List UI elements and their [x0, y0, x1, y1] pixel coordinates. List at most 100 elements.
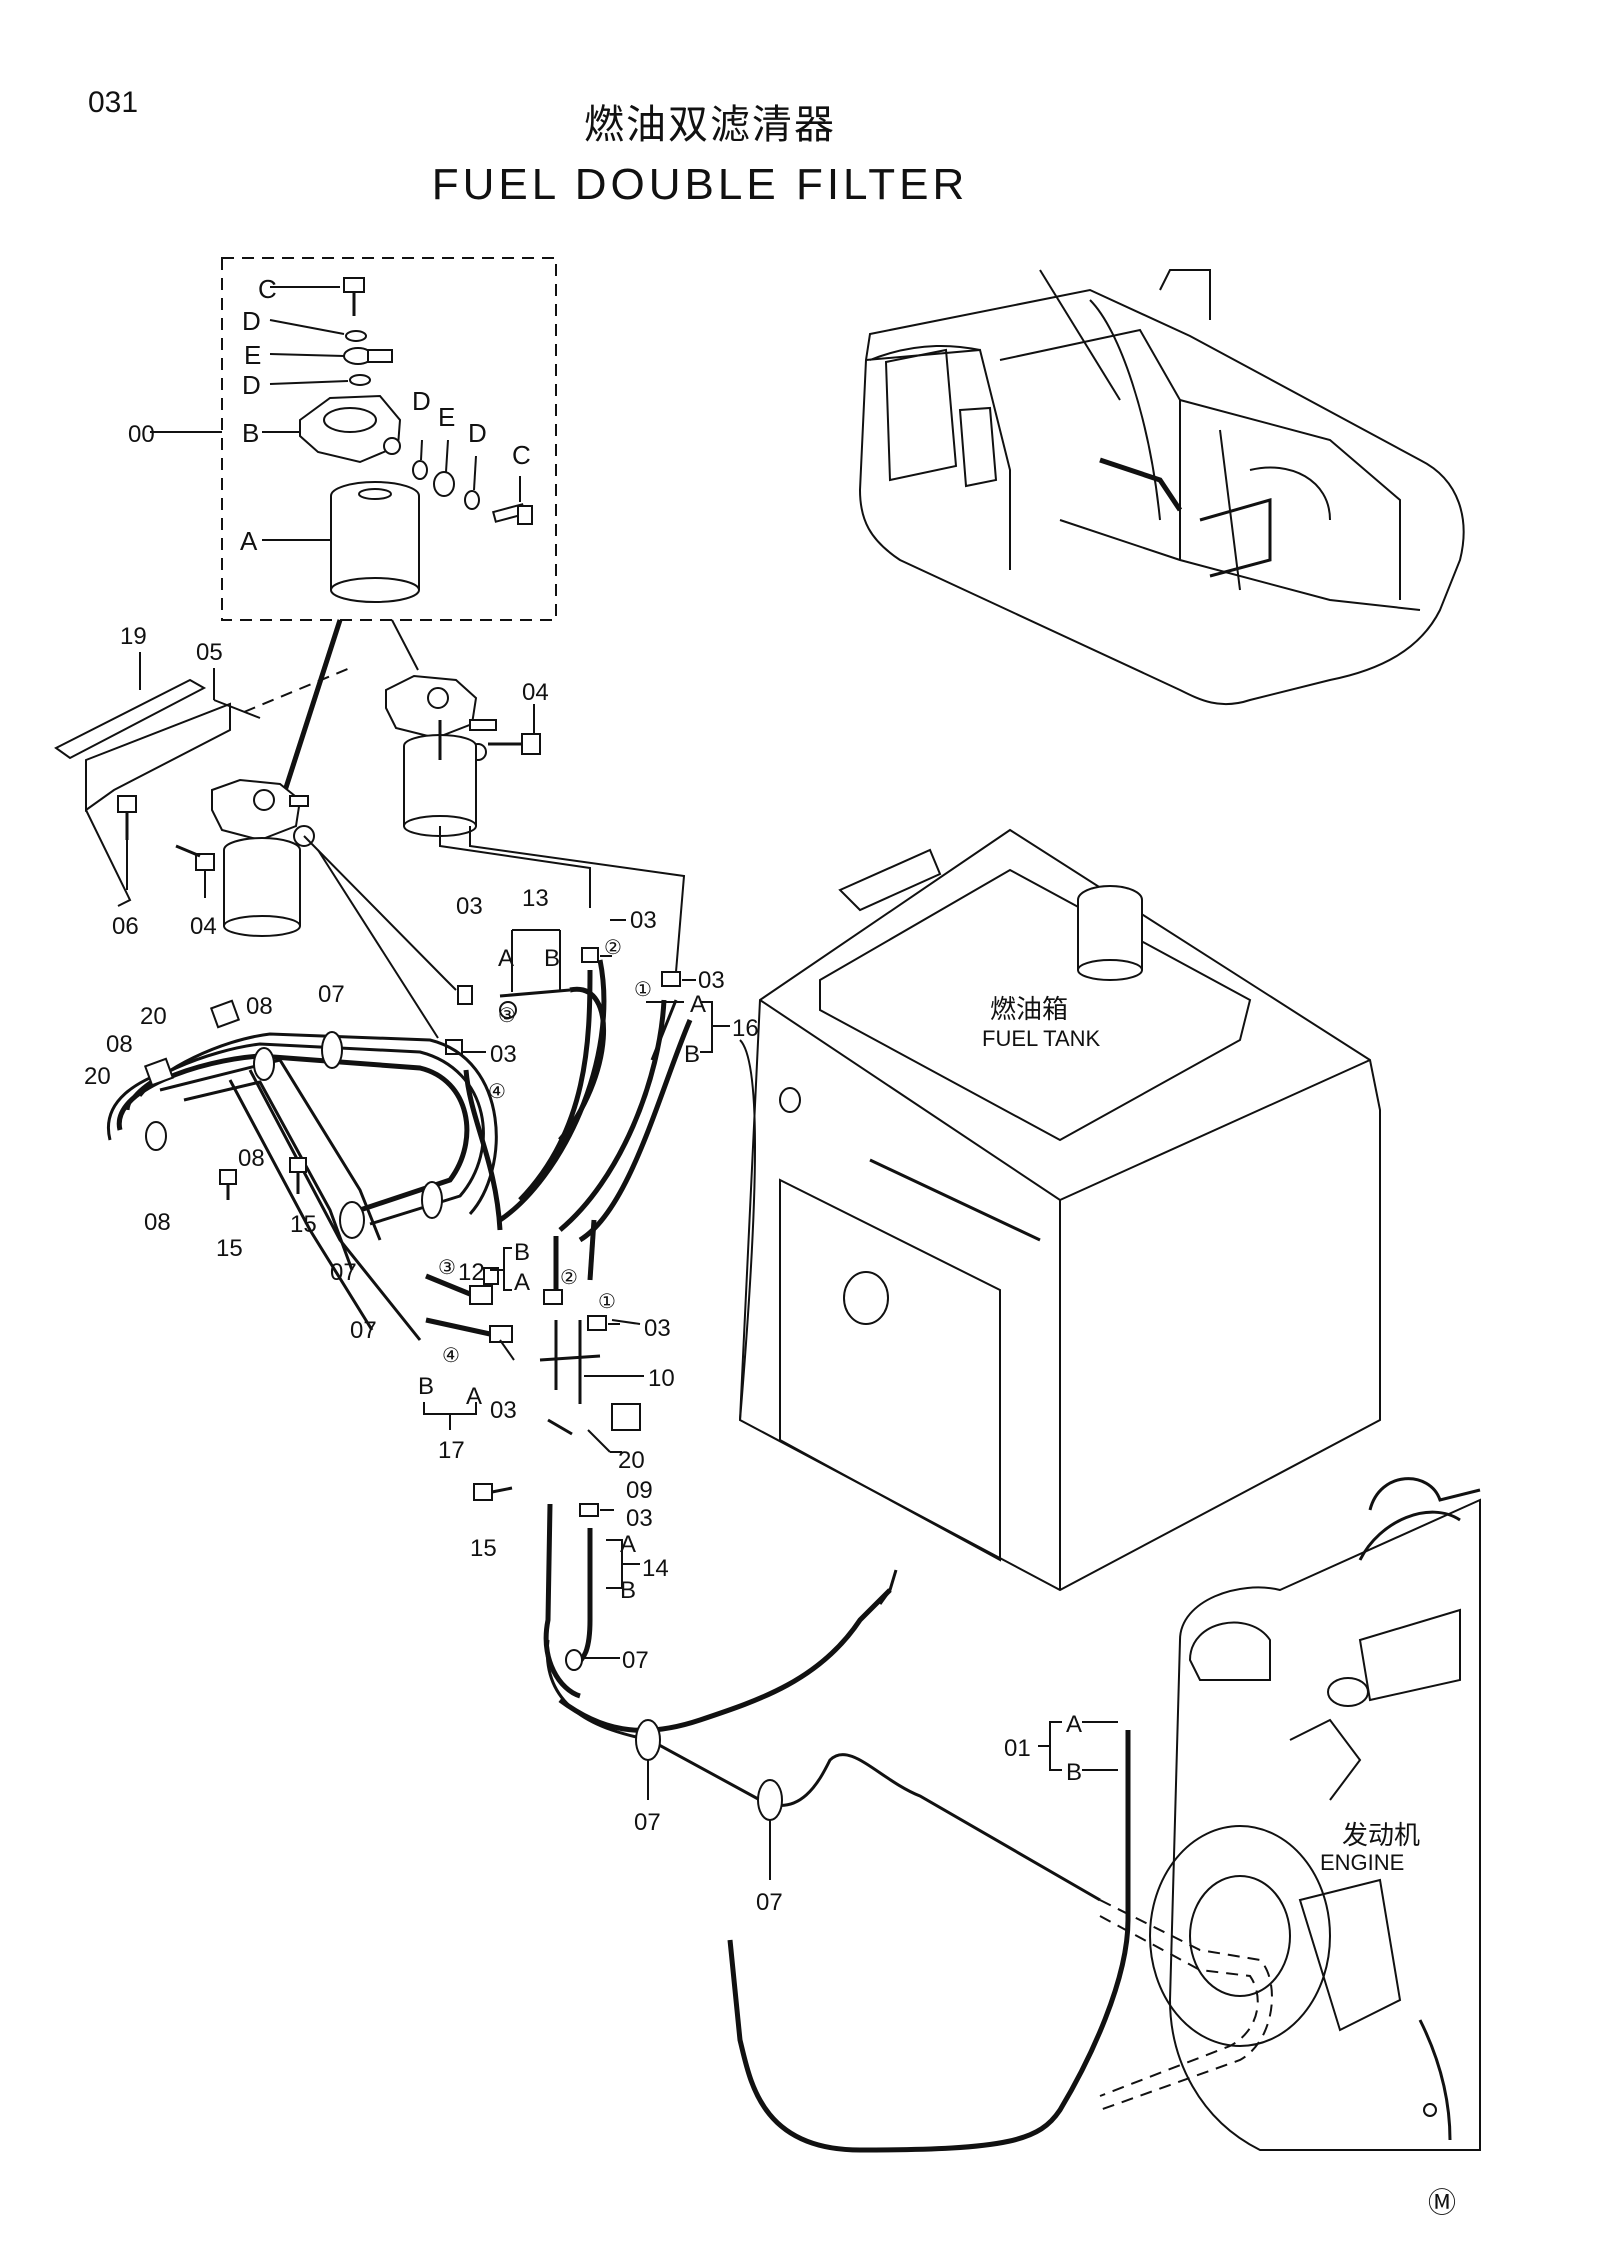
kit-label-c2: C: [512, 440, 531, 470]
label-20a: 20: [140, 1003, 167, 1030]
filter-right-mounted: [385, 674, 497, 837]
bolt-04-top: [488, 704, 541, 755]
label-03b: 03: [630, 907, 657, 934]
bracket-05: [85, 702, 231, 812]
label-12b: B: [514, 1239, 530, 1266]
kit-number-00: 00: [128, 421, 155, 448]
label-16b: B: [684, 1041, 700, 1068]
label-13a: A: [498, 945, 514, 972]
label-08d: 08: [144, 1209, 171, 1236]
footer-mark: Ⓜ: [1428, 2187, 1456, 2218]
label-10: 10: [648, 1365, 675, 1392]
label-16a: A: [690, 991, 706, 1018]
label-14b: B: [620, 1577, 636, 1604]
marker-1-mid: ①: [598, 1291, 616, 1313]
engine-illustration: [1099, 1477, 1481, 2151]
kit-label-e2: E: [438, 402, 455, 432]
bracket-assembly: [54, 652, 351, 907]
label-07d: 07: [622, 1647, 649, 1674]
part-labels: 19 05 04 06 04 03 13 A B 03 03 A B 16 20…: [84, 623, 1082, 1916]
marker-4-top: ④: [488, 1081, 506, 1103]
kit-label-e1: E: [244, 340, 261, 370]
route-line-03b: [439, 826, 591, 908]
kit-label-d1: D: [242, 306, 261, 336]
leader-lines: [423, 919, 1118, 1880]
excavator-illustration: [858, 269, 1465, 706]
hose-14: [543, 1418, 611, 1699]
fuel-tank-illustration: [738, 828, 1381, 1592]
title-english: FUEL DOUBLE FILTER: [431, 160, 969, 209]
engine-label-en: ENGINE: [1320, 1850, 1404, 1875]
label-20c: 20: [618, 1447, 645, 1474]
engine-return-hose: [727, 1730, 1131, 2153]
kit-dashed-box: [221, 257, 557, 621]
kit-label-c1: C: [258, 274, 277, 304]
fitting-03-group: [445, 947, 696, 1517]
label-13: 13: [522, 885, 549, 912]
label-17a: A: [466, 1383, 482, 1410]
route-line-03c: [469, 826, 686, 973]
title-chinese: 燃油双滤清器: [584, 102, 836, 148]
bracket-plate-19: [54, 678, 207, 760]
label-08a: 08: [246, 993, 273, 1020]
hose-13-b-run: [518, 969, 593, 1202]
hose-16-b: [578, 1019, 693, 1243]
label-14a: A: [620, 1531, 636, 1558]
engine-label-cn: 发动机: [1342, 1820, 1420, 1850]
washer-d-1: [269, 319, 367, 342]
label-17b: B: [418, 1373, 434, 1400]
label-15a: 15: [216, 1235, 243, 1262]
label-03g: 03: [626, 1505, 653, 1532]
banjo-e-1: [269, 347, 393, 365]
label-04-top: 04: [522, 679, 549, 706]
filter-kit-group: C D E D B A D E D C 00: [128, 257, 557, 621]
marker-4-mid: ④: [442, 1345, 460, 1367]
label-01a: A: [1066, 1711, 1082, 1738]
bolt-04-bottom: [175, 844, 215, 898]
right-fittings: [412, 439, 533, 525]
label-07f: 07: [756, 1889, 783, 1916]
kit-label-b: B: [242, 418, 259, 448]
label-03c: 03: [698, 967, 725, 994]
route-line-03a: [303, 835, 457, 991]
label-17: 17: [438, 1437, 465, 1464]
marker-2-mid: ②: [560, 1267, 578, 1289]
label-15c: 15: [470, 1535, 497, 1562]
label-01b: B: [1066, 1759, 1082, 1786]
label-08c: 08: [238, 1145, 265, 1172]
kit-pointer-right: [391, 619, 419, 671]
label-12a: A: [514, 1269, 530, 1296]
clips-07-bundle: [145, 1031, 443, 1239]
label-07b: 07: [330, 1259, 357, 1286]
hose-run-2: [498, 959, 607, 1223]
bolts-15: [219, 1157, 513, 1501]
label-07a: 07: [318, 981, 345, 1008]
label-15b: 15: [290, 1211, 317, 1238]
fuel-lines-to-engine: [545, 1569, 1131, 2153]
route-line-03d: [317, 849, 439, 1039]
marker-3-mid: ③: [438, 1257, 456, 1279]
label-20b: 20: [84, 1063, 111, 1090]
kit-label-d4: D: [468, 418, 487, 448]
bolt-c-top: [270, 277, 365, 316]
label-19: 19: [120, 623, 147, 650]
label-08b: 08: [106, 1031, 133, 1058]
filter-head-b: [262, 394, 402, 464]
page-number: 031: [88, 86, 139, 119]
label-16: 16: [732, 1015, 759, 1042]
hose-16-a: [558, 999, 667, 1232]
label-09: 09: [626, 1477, 653, 1504]
label-14: 14: [642, 1555, 669, 1582]
fuel-tank-label-cn: 燃油箱: [990, 994, 1068, 1024]
pipe-bundle: [106, 1032, 498, 1341]
label-07e: 07: [634, 1809, 661, 1836]
label-13b: B: [544, 945, 560, 972]
marker-2-top: ②: [604, 937, 622, 959]
circled-markers: ① ② ③ ④ ① ② ③ ④: [438, 937, 652, 1367]
filter-cartridge-a: [262, 481, 420, 603]
label-04-bottom: 04: [190, 913, 217, 940]
label-12: 12: [458, 1259, 485, 1286]
label-06: 06: [112, 913, 139, 940]
washer-d-2: [269, 374, 371, 386]
